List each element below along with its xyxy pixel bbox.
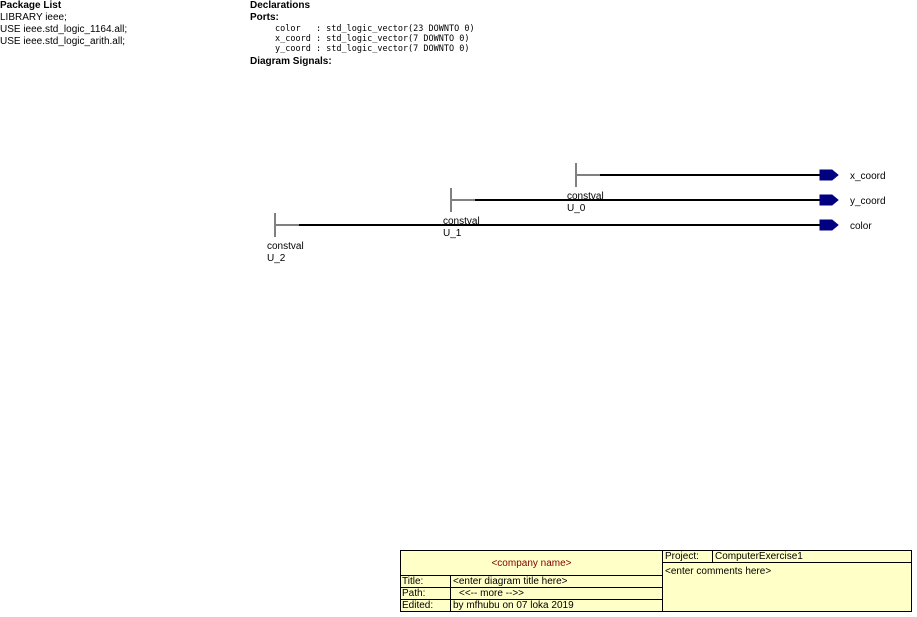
port-label-y-coord: y_coord (850, 196, 886, 207)
constval-instance-label: U_0 (567, 203, 586, 214)
package-list-heading: Package List (0, 0, 62, 11)
port-out-color[interactable] (819, 219, 839, 231)
declarations-heading: Declarations (250, 0, 311, 11)
title-label: Title: (402, 576, 424, 587)
port-declaration: y_coord : std_logic_vector(7 DOWNTO 0) (275, 44, 470, 54)
constval-type-label: constval (443, 216, 480, 227)
company-cell[interactable]: <company name> (400, 550, 663, 576)
constval-block-u1[interactable]: constval U_1 (443, 188, 480, 239)
port-declaration: color : std_logic_vector(23 DOWNTO 0) (275, 24, 475, 34)
company-name: <company name> (491, 558, 572, 569)
port-label-x-coord: x_coord (850, 171, 886, 182)
signals-heading: Diagram Signals: (250, 56, 332, 67)
constval-instance-label: U_1 (443, 228, 462, 239)
port-label-color: color (850, 221, 872, 232)
constval-instance-label: U_2 (267, 253, 286, 264)
port-out-y-coord[interactable] (819, 194, 839, 206)
edited-value-cell[interactable]: by mfhubu on 07 loka 2019 (450, 599, 663, 612)
package-line: USE ieee.std_logic_1164.all; (0, 24, 128, 35)
constval-block-u2[interactable]: constval U_2 (267, 213, 304, 264)
edited-label-cell: Edited: (400, 599, 451, 612)
port-declaration: x_coord : std_logic_vector(7 DOWNTO 0) (275, 34, 470, 44)
ports-heading: Ports: (250, 12, 279, 23)
project-label: Project: (665, 551, 699, 562)
edited-label: Edited: (402, 600, 434, 611)
project-value: ComputerExercise1 (715, 551, 803, 562)
comments-cell[interactable]: <enter comments here> (662, 562, 912, 612)
edited-value: by mfhubu on 07 loka 2019 (453, 600, 574, 611)
path-value: <<-- more -->> (459, 588, 525, 599)
comments-text: <enter comments here> (665, 566, 772, 577)
port-out-x-coord[interactable] (819, 169, 839, 181)
constval-type-label: constval (567, 191, 604, 202)
package-line: USE ieee.std_logic_arith.all; (0, 36, 126, 47)
constval-type-label: constval (267, 241, 304, 252)
path-label: Path: (402, 588, 426, 599)
title-value: <enter diagram title here> (453, 576, 568, 587)
package-line: LIBRARY ieee; (0, 12, 67, 23)
constval-block-u0[interactable]: constval U_0 (567, 163, 604, 214)
